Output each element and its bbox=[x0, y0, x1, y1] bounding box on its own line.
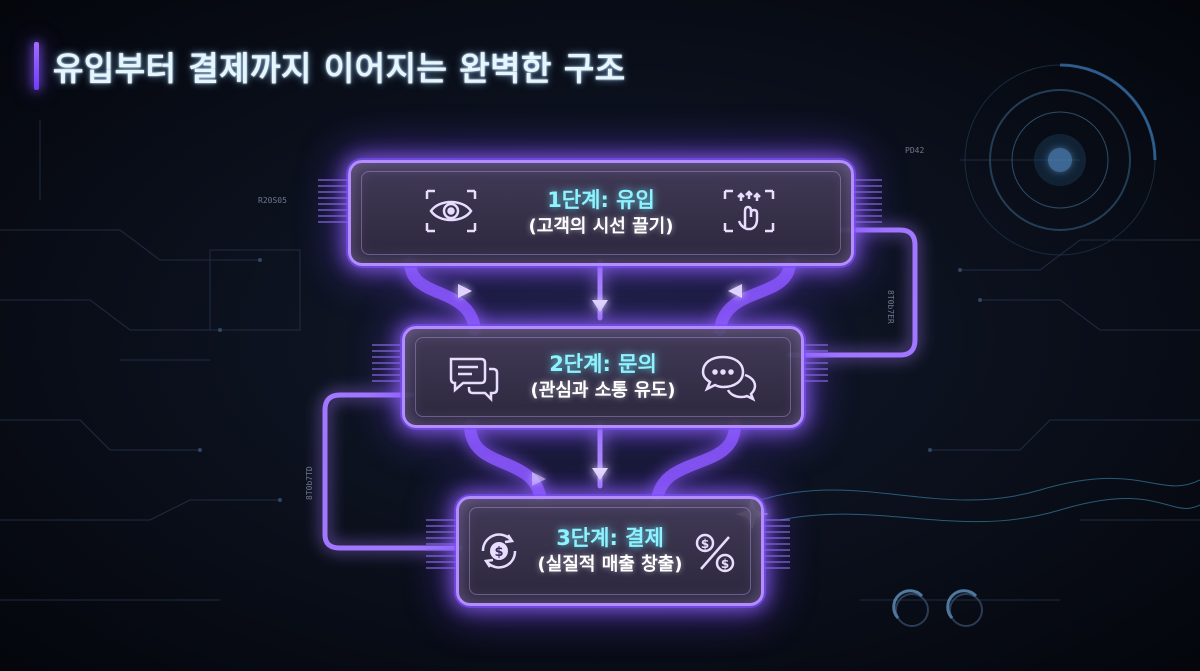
radar-decoration bbox=[964, 63, 1157, 256]
stage-3-card: $ $ $ 3단계: 결제 (실질적 매출 창출) bbox=[456, 496, 764, 606]
flow-arrows bbox=[458, 284, 742, 486]
decor-code-right-vertical: 8T0b7ER bbox=[886, 290, 895, 324]
svg-text:$: $ bbox=[494, 545, 503, 560]
stage-1-card: 1단계: 유입 (고객의 시선 끌기) bbox=[348, 160, 854, 266]
stage-2-subtitle: (관심과 소통 유도) bbox=[530, 380, 676, 401]
stage-3-frame bbox=[469, 507, 751, 595]
chat-bubbles-icon bbox=[445, 353, 501, 403]
page-header: 유입부터 결제까지 이어지는 완벽한 구조 bbox=[34, 40, 626, 92]
eye-icon bbox=[423, 187, 479, 235]
page-title: 유입부터 결제까지 이어지는 완벽한 구조 bbox=[53, 49, 626, 88]
connector-pins bbox=[318, 179, 882, 569]
stage-1-frame bbox=[361, 171, 841, 255]
percent-dollar-icon: $ $ bbox=[691, 529, 739, 577]
decor-code-left: R20S05 bbox=[258, 196, 287, 205]
stage-1-subtitle: (고객의 시선 끌기) bbox=[528, 216, 674, 237]
stage-3-subtitle: (실질적 매출 창출) bbox=[537, 554, 683, 575]
svg-text:$: $ bbox=[721, 557, 729, 571]
touch-gesture-icon bbox=[721, 187, 777, 235]
stage-1-title: 1단계: 유입 bbox=[547, 188, 655, 212]
speech-bubbles-icon bbox=[701, 353, 757, 402]
title-accent-bar bbox=[34, 42, 39, 90]
wave-decoration bbox=[759, 477, 1200, 523]
decor-code-left-vertical: 8T0b7TD bbox=[305, 466, 314, 500]
svg-text:$: $ bbox=[701, 537, 709, 551]
dollar-cycle-icon: $ bbox=[475, 529, 523, 573]
stage-2-frame bbox=[415, 337, 791, 417]
stage-2-title: 2단계: 문의 bbox=[549, 352, 657, 376]
gauge-decoration bbox=[892, 589, 983, 627]
decor-code-right-small: PD42 bbox=[905, 146, 925, 155]
stage-3-title: 3단계: 결제 bbox=[556, 526, 664, 550]
stage-2-card: 2단계: 문의 (관심과 소통 유도) bbox=[402, 326, 804, 428]
